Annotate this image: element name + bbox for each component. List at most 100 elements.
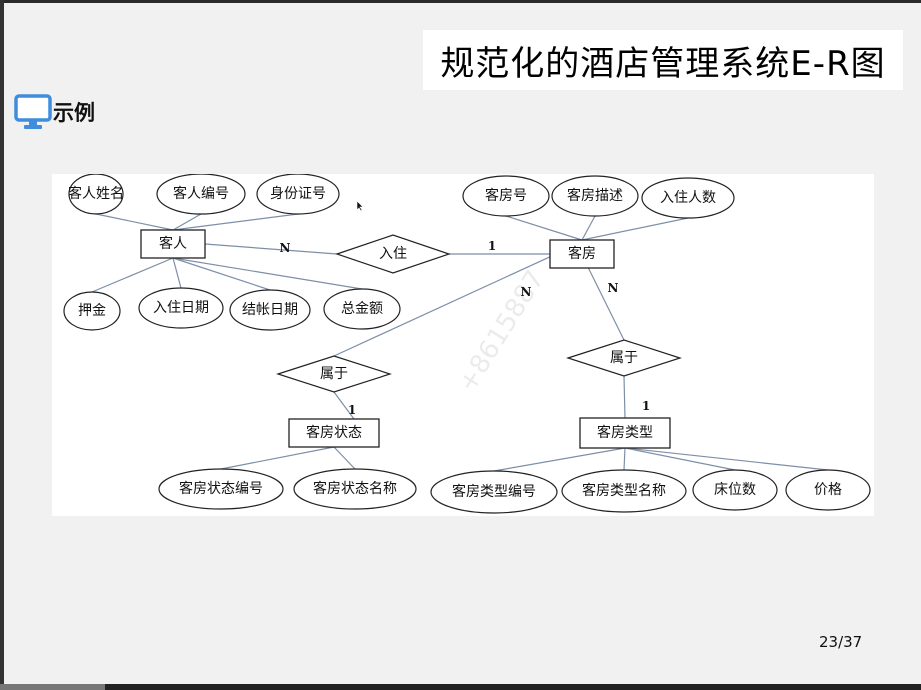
attribute-edge (172, 257, 182, 289)
attribute-label: 押金 (78, 303, 106, 319)
attribute-label: 入住日期 (153, 300, 209, 316)
relationship-checkin: 入住 (335, 234, 451, 274)
attribute-ellipse (692, 469, 778, 511)
attribute-label: 客人姓名 (68, 185, 124, 202)
attribute-ellipse (63, 291, 121, 331)
entity-label: 客人 (159, 235, 187, 252)
slide-progress-bar (0, 684, 105, 690)
relationship-diamond (335, 234, 451, 274)
attribute-ellipse (323, 288, 401, 330)
attribute-edge (172, 257, 271, 291)
entity-room-status: 客房状态 (288, 418, 380, 448)
attribute-label: 客房类型编号 (452, 483, 536, 500)
attribute-edge (493, 447, 626, 472)
mouse-cursor-icon (356, 200, 364, 212)
cardinality-card-room-type: N (608, 281, 619, 295)
relationship-diamond (566, 339, 682, 377)
section-label: 示例 (53, 101, 95, 125)
relationship-label: 属于 (320, 366, 348, 382)
attribute-status-name: 客房状态名称 (293, 468, 417, 510)
relationship-edge (587, 267, 625, 341)
attribute-ellipse (561, 469, 687, 513)
entity-label: 客房 (568, 245, 596, 262)
watermark: +8615887 (452, 265, 550, 398)
slide-left-border (0, 0, 4, 690)
cardinality-card-room-status: N (521, 285, 532, 299)
relationship-edge (204, 243, 338, 255)
attribute-label: 床位数 (714, 482, 756, 498)
cardinality-card-status-entity: 1 (348, 403, 356, 417)
attribute-edge (623, 447, 626, 471)
attribute-checkin-date: 入住日期 (138, 287, 224, 329)
attribute-guest-name: 客人姓名 (68, 174, 124, 215)
attribute-ellipse (462, 175, 550, 217)
cardinality-card-checkin-room: 1 (488, 239, 496, 253)
attribute-id-card: 身份证号 (256, 174, 340, 215)
attribute-edge (624, 447, 829, 471)
slide-bottom-border (0, 684, 921, 690)
entity-box (288, 418, 380, 448)
attribute-label: 客房号 (485, 187, 527, 204)
attribute-label: 客房状态名称 (313, 480, 397, 497)
cardinality-card-guest-checkin: N (280, 241, 291, 255)
attribute-checkout-date: 结帐日期 (229, 289, 311, 331)
attribute-ellipse (293, 468, 417, 510)
attribute-edge (91, 257, 174, 293)
entity-room: 客房 (549, 239, 615, 269)
attribute-edge (220, 446, 335, 470)
page-number: 23/37 (819, 633, 863, 651)
slide-title: 规范化的酒店管理系统E-R图 (440, 43, 886, 84)
attribute-label: 总金额 (341, 301, 383, 317)
attribute-ellipse (158, 468, 284, 510)
attribute-label: 价格 (814, 482, 842, 498)
attribute-ellipse (256, 174, 340, 215)
attribute-ellipse (551, 175, 639, 217)
er-diagram-canvas: +8615887 客人客房客房状态客房类型入住属于属于客人姓名客人编号身份证号押… (63, 174, 871, 514)
attribute-ellipse (641, 177, 735, 219)
cardinality-card-type-entity: 1 (642, 399, 650, 413)
attribute-ellipse (156, 174, 246, 215)
relationship-edge (333, 256, 551, 357)
attribute-label: 客房描述 (567, 187, 623, 204)
attribute-deposit: 押金 (63, 291, 121, 331)
attribute-label: 结帐日期 (242, 302, 298, 318)
attribute-edge (172, 257, 363, 290)
attribute-edge (581, 217, 689, 241)
entity-box (140, 229, 206, 259)
attribute-edge (95, 213, 174, 231)
relationship-edge (333, 391, 355, 420)
attribute-label: 入住人数 (660, 190, 716, 206)
entity-box (579, 417, 671, 449)
attribute-edge (172, 213, 202, 231)
attribute-beds: 床位数 (692, 469, 778, 511)
attribute-room-no: 客房号 (462, 175, 550, 217)
attribute-ellipse (68, 174, 124, 215)
entity-box (549, 239, 615, 269)
attribute-label: 客房状态编号 (179, 480, 263, 497)
attribute-status-no: 客房状态编号 (158, 468, 284, 510)
attribute-guest-no: 客人编号 (156, 174, 246, 215)
attribute-label: 身份证号 (270, 186, 326, 202)
attribute-ellipse (138, 287, 224, 329)
attribute-room-desc: 客房描述 (551, 175, 639, 217)
relationship-belongs-type: 属于 (566, 339, 682, 377)
attribute-edge (505, 215, 583, 241)
attribute-edge (624, 447, 736, 471)
relationship-label: 属于 (610, 350, 638, 366)
entity-label: 客房状态 (306, 424, 362, 441)
slide-top-border (0, 0, 921, 3)
relationship-diamond (276, 355, 392, 393)
relationship-edge (623, 375, 626, 419)
relationship-belongs-status: 属于 (276, 355, 392, 393)
attribute-type-name: 客房类型名称 (561, 469, 687, 513)
attribute-label: 客房类型名称 (582, 482, 666, 499)
relationship-label: 入住 (379, 246, 407, 262)
monitor-icon (14, 94, 52, 129)
attribute-type-no: 客房类型编号 (430, 470, 558, 514)
attribute-occupants: 入住人数 (641, 177, 735, 219)
entity-label: 客房类型 (597, 424, 653, 441)
attribute-ellipse (785, 469, 871, 511)
attribute-total-amount: 总金额 (323, 288, 401, 330)
entity-guest: 客人 (140, 229, 206, 259)
attribute-label: 客人编号 (173, 185, 229, 202)
